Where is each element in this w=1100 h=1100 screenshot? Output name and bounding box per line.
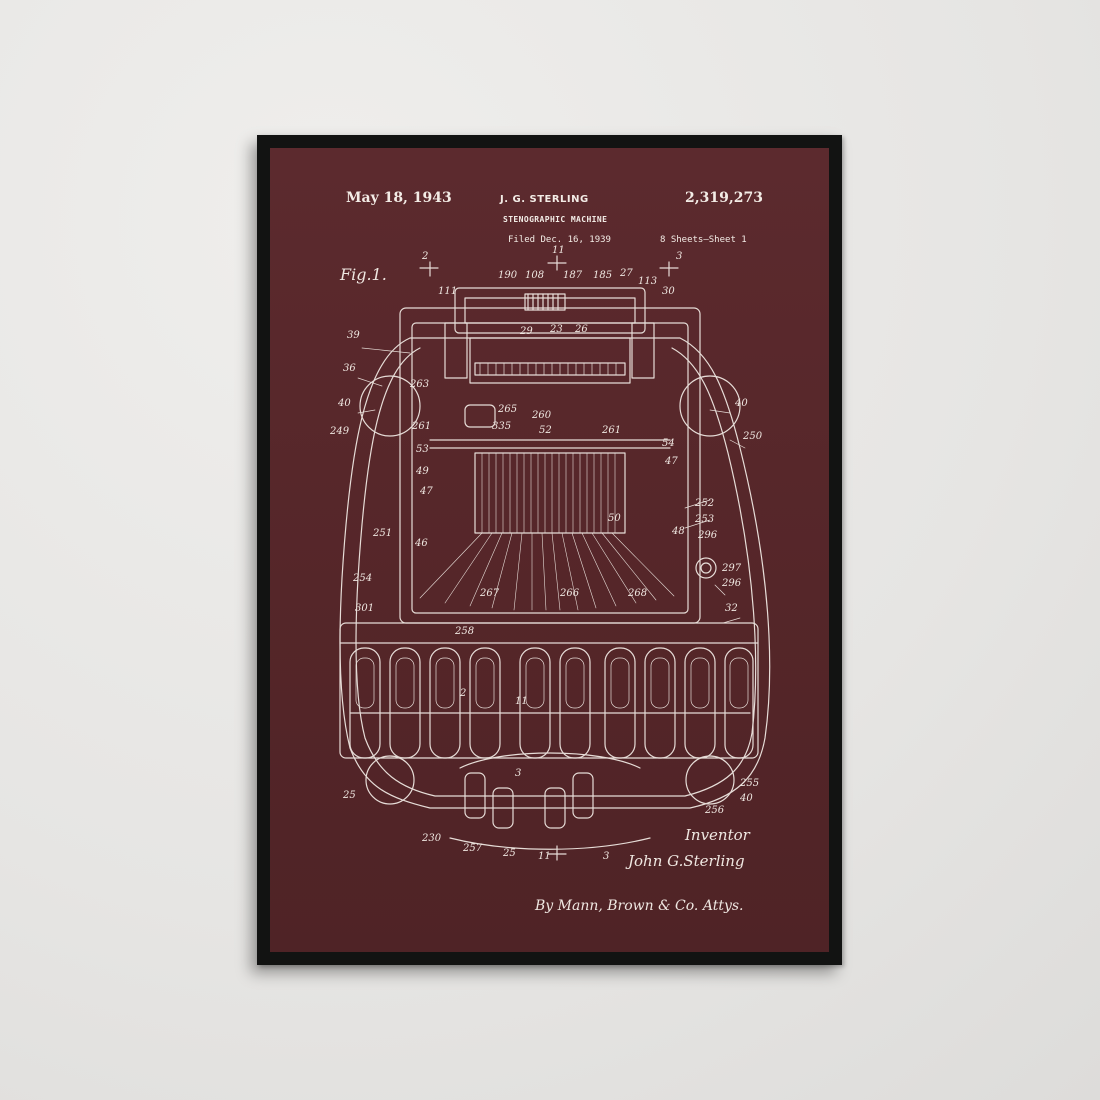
patent-number: 2,319,273: [685, 190, 763, 206]
patent-inventor-header: J. G. STERLING: [500, 194, 589, 205]
ref-numeral: 54: [662, 438, 675, 449]
filed-date: Filed Dec. 16, 1939: [508, 235, 611, 245]
ref-numeral: 49: [416, 466, 429, 477]
ref-numeral: 268: [628, 588, 648, 599]
ref-numeral: 3: [676, 251, 683, 262]
ref-numeral: 40: [735, 398, 748, 409]
ref-numeral: 190: [498, 270, 518, 281]
ref-numeral: 256: [705, 805, 725, 816]
ref-numeral: 3: [515, 768, 522, 779]
ref-numeral: 253: [695, 514, 715, 525]
paper-roll: [454, 287, 646, 334]
ref-numeral: 3: [603, 851, 610, 862]
upper-keys: [349, 647, 754, 759]
ref-numeral: 249: [330, 426, 350, 437]
ref-numeral: 47: [420, 486, 433, 497]
ref-numeral: 260: [532, 410, 552, 421]
ref-numeral: 185: [593, 270, 613, 281]
ref-numeral: 108: [525, 270, 545, 281]
ref-numeral: 301: [355, 603, 375, 614]
ref-numeral: 296: [722, 578, 742, 589]
ref-numeral: 251: [373, 528, 393, 539]
ref-numeral: 39: [347, 330, 360, 341]
ref-numeral: 111: [438, 286, 458, 297]
ref-numeral: 2: [460, 688, 467, 699]
ref-numeral: 52: [539, 425, 552, 436]
ref-numeral: 25: [503, 848, 516, 859]
ref-numeral: 267: [480, 588, 500, 599]
ref-numeral: 254: [353, 573, 373, 584]
ref-numeral: 27: [620, 268, 633, 279]
ref-numeral: 30: [662, 286, 675, 297]
ref-numeral: 46: [415, 538, 428, 549]
body-shell: [339, 337, 771, 809]
keyboard-frame: [339, 622, 759, 759]
patent-title: STENOGRAPHIC MACHINE: [503, 215, 608, 224]
patent-date: May 18, 1943: [346, 190, 452, 206]
ref-numeral: 263: [410, 379, 430, 390]
ref-numeral: 261: [412, 421, 432, 432]
ref-numeral: 23: [550, 324, 563, 335]
ref-numeral: 250: [743, 431, 763, 442]
poster-frame: May 18, 1943 J. G. STERLING 2,319,273 ST…: [257, 135, 842, 965]
ref-numeral: 113: [638, 276, 658, 287]
ref-numeral: 40: [338, 398, 351, 409]
sheet-count: 8 Sheets–Sheet 1: [660, 235, 747, 245]
inventor-name: John G.Sterling: [628, 852, 745, 870]
ref-numeral: 2: [422, 251, 429, 262]
ref-numeral: 265: [498, 404, 518, 415]
attorneys-signature: By Mann, Brown & Co. Attys.: [535, 898, 744, 914]
ref-numeral: 11: [552, 245, 565, 256]
ref-numeral: 266: [560, 588, 580, 599]
machine-drawing: [339, 255, 771, 861]
ref-numeral: 187: [563, 270, 583, 281]
thumb-keys: [464, 772, 594, 829]
ref-numeral: 50: [608, 513, 621, 524]
patent-print: May 18, 1943 J. G. STERLING 2,319,273 ST…: [270, 148, 829, 952]
ref-numeral: 335: [492, 421, 512, 432]
ref-numeral: 230: [422, 833, 442, 844]
ref-numeral: 261: [602, 425, 622, 436]
ref-numeral: 48: [672, 526, 685, 537]
ref-numeral: 32: [725, 603, 738, 614]
inventor-label: Inventor: [685, 826, 750, 844]
ref-numeral: 25: [343, 790, 356, 801]
ref-numeral: 252: [695, 498, 715, 509]
ref-numeral: 47: [665, 456, 678, 467]
ref-numeral: 11: [538, 851, 551, 862]
ref-numeral: 29: [520, 326, 533, 337]
ref-numeral: 296: [698, 530, 718, 541]
ref-numeral: 297: [722, 563, 742, 574]
ref-numeral: 255: [740, 778, 760, 789]
ref-numeral: 258: [455, 626, 475, 637]
ref-numeral: 36: [343, 363, 356, 374]
ref-numeral: 26: [575, 324, 588, 335]
ref-numeral: 40: [740, 793, 753, 804]
ref-numeral: 53: [416, 444, 429, 455]
figure-label: Fig.1.: [340, 265, 387, 284]
ref-numeral: 11: [515, 696, 528, 707]
type-drum: [474, 452, 626, 534]
ref-numeral: 257: [463, 843, 483, 854]
